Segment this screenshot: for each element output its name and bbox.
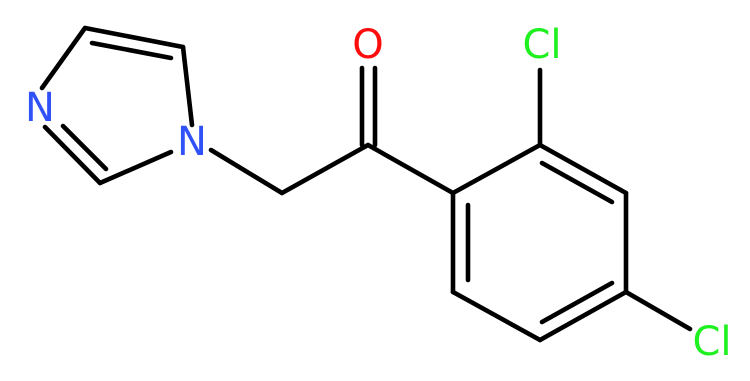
bond-ar4-ar5 xyxy=(537,289,629,343)
bond-ar4-ar5-double xyxy=(539,280,615,325)
bond-c4-c5-double xyxy=(89,40,174,61)
bond-ar4-cl xyxy=(623,289,693,332)
atom-cl-para-label: Cl xyxy=(692,319,731,365)
bond-ar2-ar3 xyxy=(537,142,629,196)
atom-o-label: O xyxy=(352,22,383,68)
bond-c5-n1 xyxy=(180,44,195,128)
bond-carbonyl-ring xyxy=(365,142,456,196)
bond-n3-c2 xyxy=(42,124,103,186)
bond-c2-n1 xyxy=(97,149,174,186)
bond-ar5-ar6 xyxy=(450,289,543,343)
bond-n3-c2-double xyxy=(60,123,109,172)
bond-ar2-ar3-double xyxy=(539,160,615,205)
bond-ar1-ar2 xyxy=(450,142,543,196)
atom-cl-ortho-label: Cl xyxy=(522,22,561,68)
atom-n1-label: N xyxy=(177,119,207,165)
bond-c4-c5 xyxy=(82,25,186,50)
bonds xyxy=(39,25,693,343)
bond-n1-ch2 xyxy=(208,147,285,196)
bond-ch2-carbonyl xyxy=(279,142,371,196)
atom-labels: N N O Cl Cl xyxy=(25,22,731,365)
atom-n3-label: N xyxy=(25,85,55,131)
bond-c4-n3 xyxy=(39,25,88,91)
